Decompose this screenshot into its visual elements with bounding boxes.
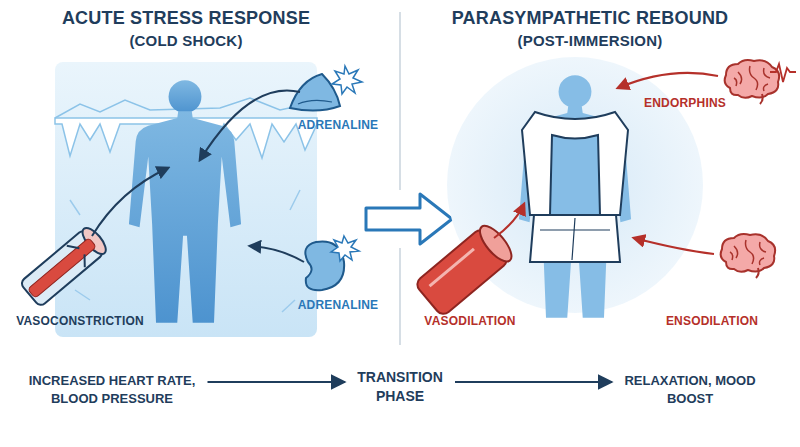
transition-arrow <box>366 194 452 244</box>
hormone-arrow <box>200 90 300 160</box>
stage-text-box: TRANSITION PHASE <box>355 368 445 406</box>
stage-text: INCREASED HEART RATE, BLOOD PRESSURE <box>27 372 198 407</box>
hormone-arrow <box>618 73 718 88</box>
hormone-arrow <box>250 246 304 262</box>
process-label: VASOCONSTRICTION <box>16 314 144 328</box>
flow-arrow <box>455 381 612 383</box>
effect-arrow <box>494 204 524 238</box>
cold-marks <box>70 190 300 312</box>
constricted-vessel <box>20 224 110 307</box>
stage-text: RELAXATION, MOOD BOOST <box>622 372 758 407</box>
divider <box>399 12 401 190</box>
ice-water <box>55 62 317 337</box>
hormone-label: ENDORPHINS <box>644 96 726 110</box>
panel-heading: ACUTE STRESS RESPONSE <box>62 8 310 29</box>
panel-heading: PARASYMPATHETIC REBOUND <box>452 8 729 29</box>
effect-arrow <box>92 168 168 236</box>
brain-wave <box>770 64 796 82</box>
process-label: VASODILATION <box>424 314 515 328</box>
hormone-arrow <box>634 238 714 254</box>
hormone-label: ADRENALINE <box>298 298 379 312</box>
panel-subheading: (POST-IMMERSION) <box>518 32 663 49</box>
process-label: ENSODILATION <box>666 314 758 328</box>
kidney <box>305 236 359 290</box>
hormone-label: ADRENALINE <box>298 118 379 132</box>
divider <box>399 248 401 345</box>
flow-arrow <box>208 381 346 383</box>
stage-text-box: RELAXATION, MOOD BOOST <box>622 372 758 407</box>
body-figure <box>129 80 241 323</box>
dilated-vessel <box>414 221 517 317</box>
stage-text: TRANSITION PHASE <box>355 368 445 406</box>
brain <box>721 234 775 278</box>
towel <box>522 112 628 262</box>
body-figure <box>519 75 631 318</box>
brain <box>725 60 779 104</box>
panel-subheading: (COLD SHOCK) <box>129 32 242 49</box>
adrenal-gland <box>290 66 362 111</box>
stage-text-box: INCREASED HEART RATE, BLOOD PRESSURE <box>27 372 198 407</box>
